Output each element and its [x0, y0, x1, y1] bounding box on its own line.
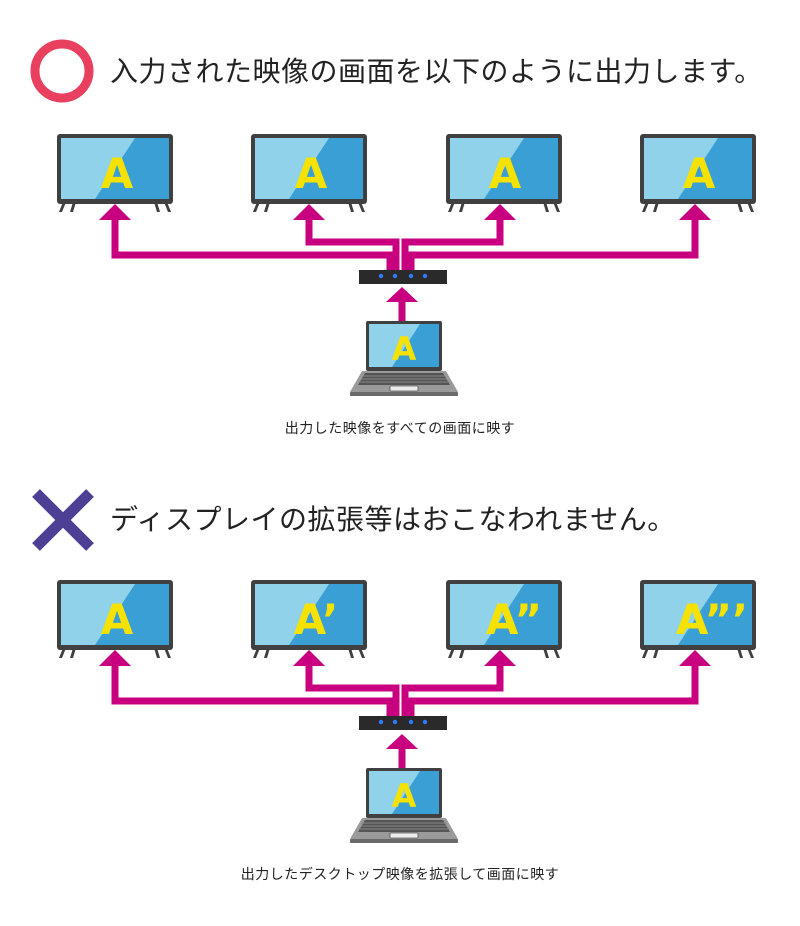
top-splitter: [359, 270, 447, 284]
bottom-monitor-label-3: A”: [486, 595, 542, 644]
top-monitor-label-3: A: [489, 149, 522, 198]
top-monitor-label-4: A: [683, 149, 716, 198]
bottom-monitor-label-4: A”’: [676, 595, 748, 644]
top-monitor-label-2: A: [295, 149, 328, 198]
top-heading: 入力された映像の画面を以下のように出力します。: [110, 55, 763, 88]
bottom-splitter: [359, 716, 447, 730]
bottom-monitor-label-1: A: [101, 595, 134, 644]
top-arrowheads: [99, 204, 711, 302]
circle-icon: [30, 39, 94, 103]
bottom-heading: ディスプレイの拡張等はおこなわれません。: [110, 503, 676, 536]
bottom-arrowheads: [99, 650, 711, 749]
bottom-caption: 出力したデスクトップ映像を拡張して画面に映す: [240, 867, 560, 883]
bottom-cables: [111, 664, 699, 770]
top-laptop-label: A: [392, 330, 417, 368]
top-cables: [111, 218, 699, 323]
bottom-laptop-label: A: [392, 777, 417, 815]
top-caption: 出力した映像をすべての画面に映す: [284, 421, 516, 437]
cross-icon: [32, 489, 94, 551]
top-monitor-label-1: A: [101, 149, 134, 198]
bottom-monitor-label-2: A’: [294, 595, 339, 644]
